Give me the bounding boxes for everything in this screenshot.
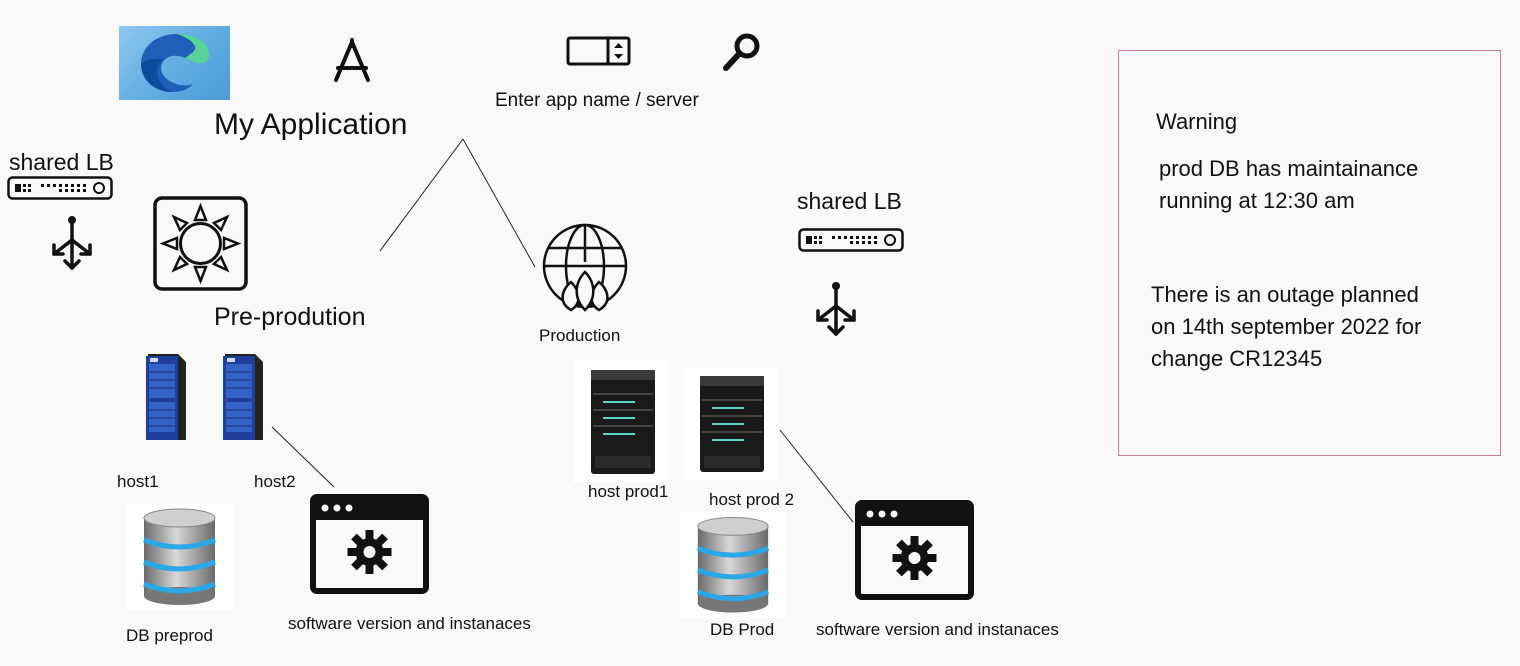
search-icon[interactable] [722,32,762,72]
distribution-arrows-prod-icon [814,280,858,338]
outage-line-3: change CR12345 [1151,346,1323,371]
design-compass-icon [330,38,374,84]
browser-icon[interactable] [119,26,230,100]
server-prod2-icon[interactable] [684,368,779,480]
outage-line-1: There is an outage planned [1151,282,1419,307]
host-prod2-label: host prod 2 [709,490,795,509]
sun-environment-icon [153,196,248,291]
preprod-env-label: Pre-prodution [214,303,366,331]
db-preprod-label: DB preprod [126,626,213,645]
host1-label: host1 [117,472,159,491]
outage-line-2: on 14th september 2022 for [1151,314,1422,339]
software-window-icon[interactable] [310,494,429,594]
connector-to-prod [462,138,536,268]
server-host2-icon[interactable] [215,352,267,442]
search-hint[interactable]: Enter app name / server [495,90,699,111]
load-balancer-prod-icon [796,228,906,252]
app-title: My Application [214,108,408,141]
warning-title: Warning [1156,109,1238,134]
database-prod-icon[interactable] [680,512,786,618]
warning-line-1: prod DB has maintainance [1159,156,1419,181]
distribution-arrows-icon [50,214,94,272]
host2-label: host2 [254,472,296,491]
software-window-prod-icon[interactable] [855,500,974,600]
prod-env-label: Production [539,326,621,345]
warning-line-2: running at 12:30 am [1159,188,1355,213]
prod-software-label: software version and instanaces [816,620,1059,639]
globe-lotus-icon [541,222,629,314]
dropdown-selector-icon[interactable] [566,36,631,66]
connector-prod2-software [779,429,854,523]
warning-panel: Warning prod DB has maintainance running… [1118,50,1501,456]
host-prod1-label: host prod1 [588,482,669,501]
preprod-software-label: software version and instanaces [288,614,531,633]
db-prod-label: DB Prod [710,620,775,639]
server-prod1-icon[interactable] [573,360,668,482]
connector-to-preprod [379,138,464,252]
server-host1-icon[interactable] [138,352,190,442]
prod-lb-label: shared LB [797,188,902,214]
load-balancer-icon [7,176,113,200]
preprod-lb-label: shared LB [9,149,114,175]
database-preprod-icon[interactable] [126,504,233,610]
connector-host2-software [271,426,335,488]
